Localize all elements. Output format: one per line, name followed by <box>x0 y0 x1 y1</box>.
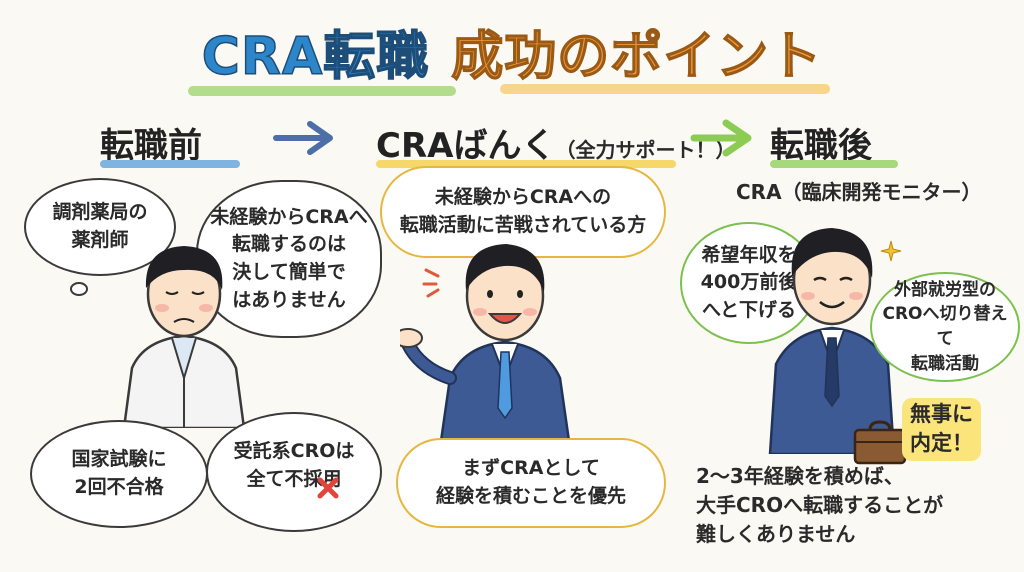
arrow-right-green-icon <box>690 119 752 157</box>
speech-bubble-target: 未経験からCRAへの 転職活動に苦戦されている方 <box>380 166 666 258</box>
title-part2: 成功のポイント <box>450 26 823 88</box>
offer-badge: 無事に 内定！ <box>902 398 981 461</box>
speech-bubble-exam: 国家試験に 2回不合格 <box>30 420 208 528</box>
cross-mark-icon <box>317 477 339 499</box>
after-role-label: CRA（臨床開発モニター） <box>736 180 982 204</box>
arrow-right-icon <box>273 121 333 155</box>
advisor-illustration <box>400 244 572 448</box>
briefcase-icon <box>853 420 907 465</box>
sparkle-icon <box>880 240 902 262</box>
stage-middle-label: CRAばんく <box>376 126 556 166</box>
title: CRA転職成功のポイント <box>0 14 1024 89</box>
stage-before-underline <box>100 160 240 168</box>
title-part1: CRA転職 <box>201 26 430 88</box>
thought-bubble-job: 調剤薬局の 薬剤師 <box>24 178 176 276</box>
title-highlight-green <box>188 86 456 96</box>
thought-dot <box>70 282 88 296</box>
stage-middle-underline <box>376 160 676 168</box>
speech-bubble-advice: まずCRAとして 経験を積むことを優先 <box>396 438 666 528</box>
sparkle-lines-icon <box>422 268 440 298</box>
pharmacist-illustration <box>122 246 246 428</box>
stage-after-label: 転職後 <box>770 126 872 166</box>
speech-bubble-reject: 受託系CROは 全て不採用 <box>206 412 382 532</box>
cra-illustration <box>768 228 896 454</box>
speech-bubble-switch: 外部就労型の CROへ切り替えて 転職活動 <box>870 272 1020 382</box>
title-highlight-orange <box>500 84 830 94</box>
stage-before-label: 転職前 <box>100 126 202 166</box>
stage-middle-sub: （全力サポート！） <box>555 138 736 162</box>
stage-after-underline <box>770 160 898 168</box>
conclusion-text: 2〜3年経験を積めば、 大手CROへ転職することが 難しくありません <box>696 464 944 546</box>
speech-bubble-worry: 未経験からCRAへ 転職するのは 決して簡単で はありません <box>196 180 382 338</box>
speech-bubble-salary: 希望年収を 400万前後 へと下げる <box>680 222 818 344</box>
stage-middle: CRAばんく（全力サポート！） <box>376 118 735 167</box>
